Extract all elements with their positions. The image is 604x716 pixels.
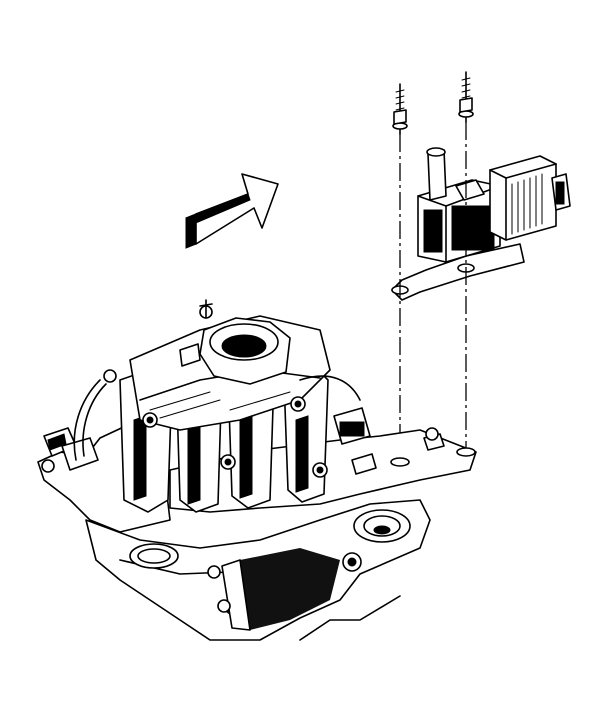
mounting-bolt-left bbox=[392, 83, 408, 135]
ignition-coil-module bbox=[391, 147, 571, 301]
alignment-lines bbox=[399, 122, 467, 470]
mounting-bolt-right bbox=[458, 71, 474, 123]
intake-manifold bbox=[37, 299, 477, 641]
direction-arrow bbox=[185, 173, 279, 249]
